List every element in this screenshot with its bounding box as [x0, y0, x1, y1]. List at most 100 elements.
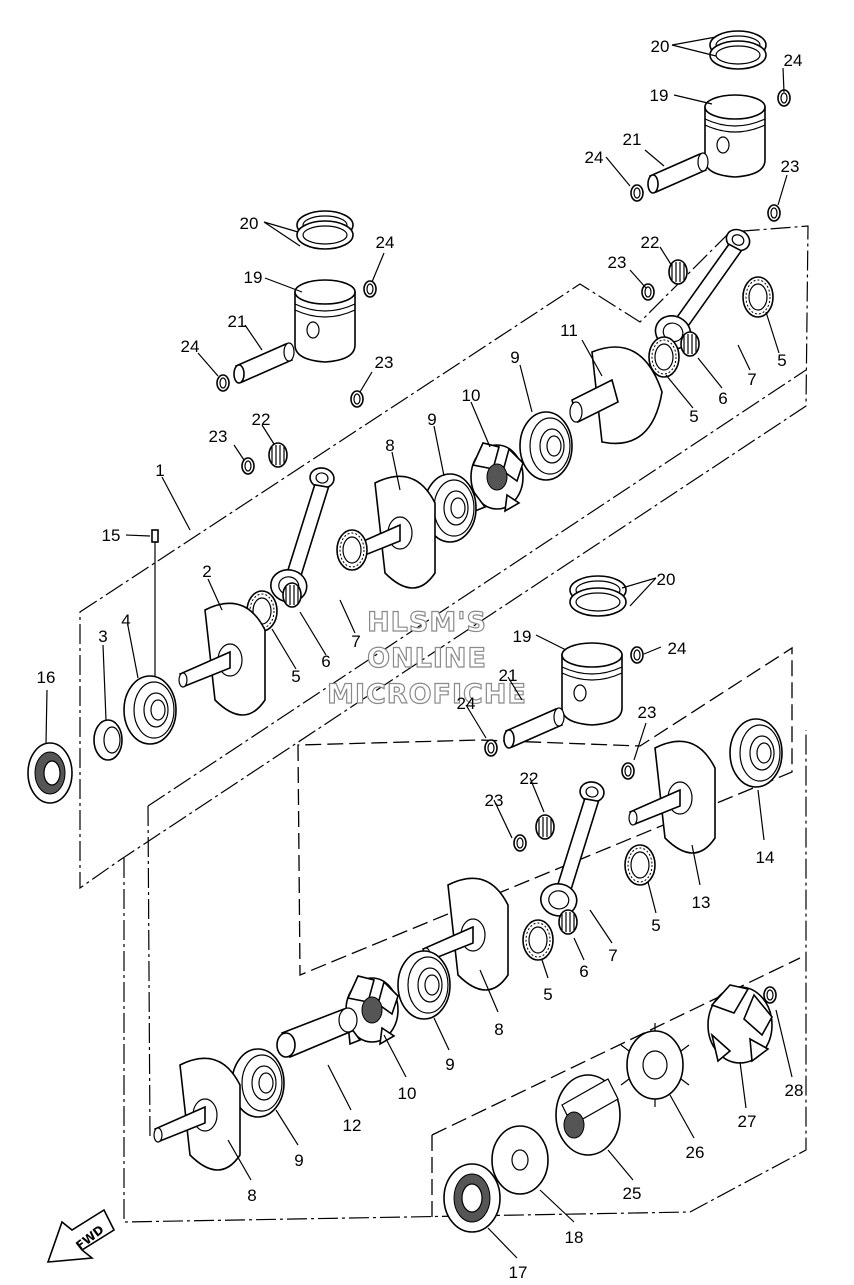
- piston-ring-upper-left-2: [296, 220, 354, 250]
- callout-23-washer: 23: [608, 253, 627, 272]
- thrust-washer-lower-2: [522, 919, 554, 961]
- callout-23-washer: 23: [209, 427, 228, 446]
- callout-15-dowel: 15: [102, 526, 121, 545]
- watermark-line-3: MICROFICHE: [327, 679, 527, 710]
- washer-small-lower-2: [513, 834, 527, 852]
- connecting-rod-lower: [537, 775, 607, 921]
- callout-6-needle: 6: [718, 389, 727, 408]
- crank-web-upper-left: [178, 602, 266, 716]
- callout-19-piston: 19: [244, 268, 263, 287]
- callout-7-conrod: 7: [608, 946, 617, 965]
- circlip-lower-left: [484, 739, 498, 757]
- callout-9-bearing: 9: [427, 410, 436, 429]
- callout-18-plate: 18: [565, 1228, 584, 1247]
- callout-2-web: 2: [202, 562, 211, 581]
- leader-lines: [45, 36, 793, 1259]
- callout-23-washer: 23: [485, 791, 504, 810]
- piston-pin-upper-right: [647, 152, 709, 194]
- main-bearing-lower-mid: [397, 950, 451, 1020]
- callout-20-ring: 20: [657, 570, 676, 589]
- callout-8-web: 8: [247, 1186, 256, 1205]
- labyrinth-seal-upper: [470, 442, 524, 512]
- callout-5-washer: 5: [777, 351, 786, 370]
- callout-26-damper: 26: [686, 1143, 705, 1162]
- spacer-plate: [491, 1125, 549, 1195]
- callout-27-hub: 27: [738, 1112, 757, 1131]
- flywheel-coupler: [555, 1074, 621, 1156]
- watermark-line-2: ONLINE: [367, 643, 487, 674]
- callout-17-seal: 17: [509, 1263, 528, 1282]
- callout-24-clip: 24: [784, 51, 803, 70]
- piston-ring-lower-2: [569, 587, 627, 617]
- callout-22-needle: 22: [252, 410, 271, 429]
- callout-12-shaft: 12: [343, 1116, 362, 1135]
- callout-22-needle: 22: [520, 769, 539, 788]
- piston-lower: [561, 642, 623, 726]
- callout-9-bearing: 9: [294, 1151, 303, 1170]
- callout-13-web: 13: [692, 893, 711, 912]
- callout-1-assembly: 1: [155, 461, 164, 480]
- callout-24-clip: 24: [457, 694, 476, 713]
- callout-19-piston: 19: [513, 627, 532, 646]
- connecting-rod-upper-left: [267, 461, 337, 607]
- crank-web-upper-mid: [348, 475, 436, 589]
- callout-7-conrod: 7: [747, 370, 756, 389]
- callout-5-washer: 5: [689, 407, 698, 426]
- callout-5-washer: 5: [651, 916, 660, 935]
- piston-ring-upper-right-2: [709, 40, 767, 70]
- subassembly-boundary-middle: [297, 646, 793, 976]
- circlip-upper-left: [363, 280, 377, 298]
- circlip-upper-right-left: [630, 184, 644, 202]
- forward-arrow-icon: FWD: [46, 1208, 116, 1263]
- callout-25-coupler: 25: [623, 1184, 642, 1203]
- needle-bearing-small-end-upper-left: [268, 442, 288, 468]
- callout-24-clip: 24: [668, 639, 687, 658]
- needle-bearing-small-end-lower: [535, 814, 555, 840]
- thrust-washer-upper-left: [336, 529, 368, 571]
- assembly-boundary-upper: [79, 225, 809, 890]
- callout-7-conrod: 7: [351, 632, 360, 651]
- callout-5-washer: 5: [543, 985, 552, 1004]
- callout-6-needle: 6: [321, 652, 330, 671]
- callout-10-seal: 10: [398, 1084, 417, 1103]
- callout-3-ring: 3: [98, 627, 107, 646]
- callout-23-washer: 23: [375, 353, 394, 372]
- callout-24-clip: 24: [181, 337, 200, 356]
- callout-14-bearing: 14: [756, 848, 775, 867]
- callout-6-needle: 6: [579, 962, 588, 981]
- callout-23-washer: 23: [781, 157, 800, 176]
- crank-web-lower-right: [628, 740, 716, 854]
- callout-20-ring: 20: [651, 37, 670, 56]
- callout-16-seal: 16: [37, 668, 56, 687]
- main-bearing-upper-right: [519, 411, 573, 481]
- callout-21-pin: 21: [623, 130, 642, 149]
- thrust-washer-lower: [624, 844, 656, 886]
- callout-20-ring: 20: [240, 214, 259, 233]
- dowel-pin: [151, 529, 159, 543]
- assembly-boundary-lower: [123, 369, 807, 1223]
- piston-pin-upper-left: [233, 342, 295, 384]
- needle-bearing-small-end-upper-right: [668, 259, 688, 285]
- needle-bearing-big-end-lower: [558, 909, 578, 935]
- callout-28-washer: 28: [785, 1081, 804, 1100]
- washer-small-upper-right: [767, 204, 781, 222]
- callouts: 20 24 19 21 24 23 22 23 11 9 5 6 7 5 20 …: [37, 37, 804, 1282]
- callout-4-bearing: 4: [121, 611, 130, 630]
- circlip-upper-right: [777, 89, 791, 107]
- washer-small-lower: [621, 762, 635, 780]
- callout-21-pin: 21: [228, 312, 247, 331]
- callout-21-pin: 21: [499, 666, 518, 685]
- callout-8-web: 8: [494, 1020, 503, 1039]
- needle-bearing-big-end-upper-right: [680, 331, 700, 357]
- coupling-hub: [707, 984, 773, 1064]
- oil-seal-right: [443, 1163, 501, 1233]
- callout-19-piston: 19: [650, 86, 669, 105]
- watermark-line-1: HLSM'S: [367, 607, 487, 638]
- circlip-lower: [630, 646, 644, 664]
- callout-5-washer: 5: [291, 667, 300, 686]
- watermark: HLSM'S ONLINE MICROFICHE: [326, 606, 527, 710]
- roller-bearing-left: [123, 675, 177, 745]
- rubber-damper: [620, 1023, 690, 1107]
- callout-9-bearing: 9: [510, 348, 519, 367]
- callout-24-clip: 24: [376, 233, 395, 252]
